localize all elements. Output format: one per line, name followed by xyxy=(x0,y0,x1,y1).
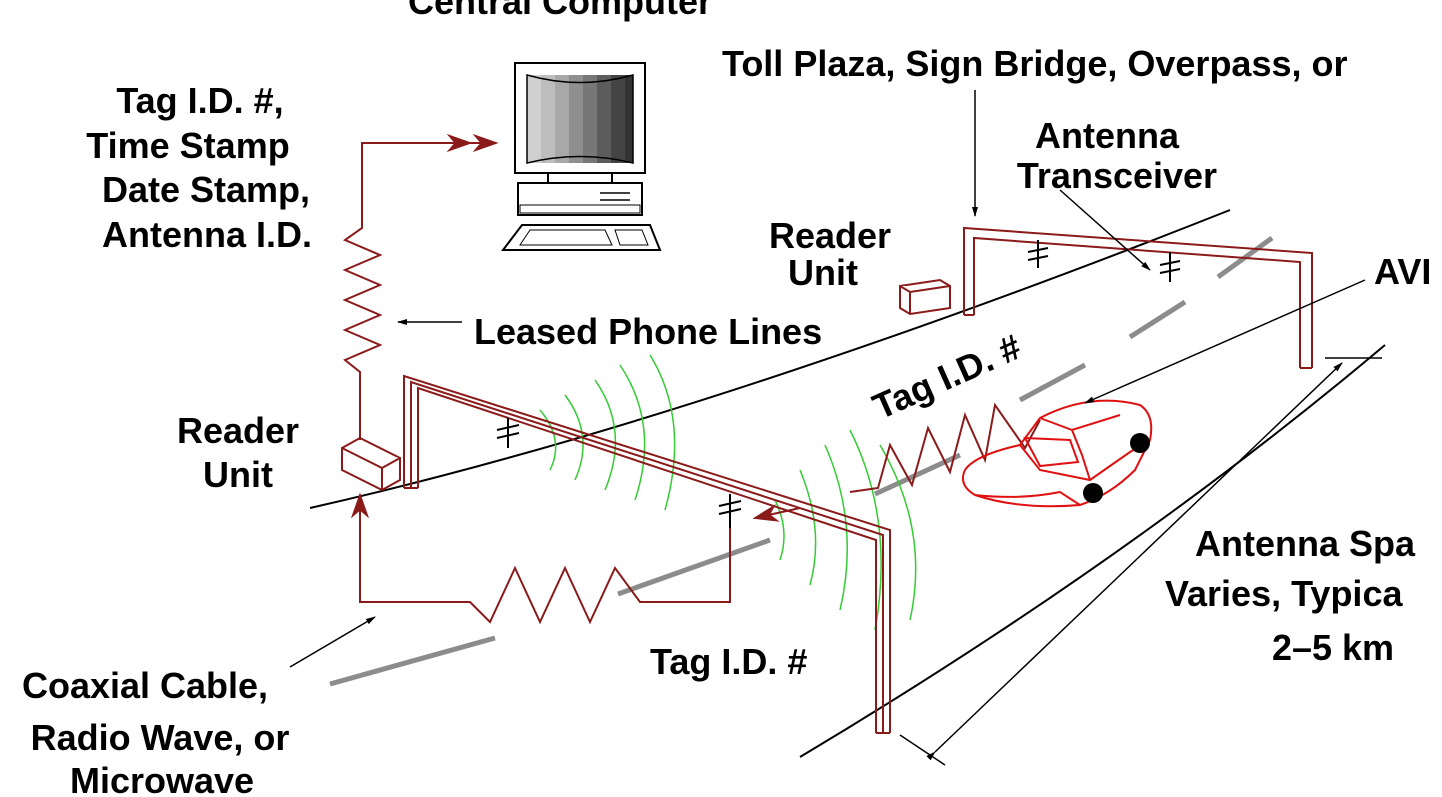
coax-cable-line xyxy=(359,520,731,625)
tag-info-label: Time Stamp xyxy=(86,125,289,166)
pointer-coax xyxy=(289,616,376,668)
far-reader-unit xyxy=(899,278,951,316)
leased-phone-line xyxy=(342,133,473,440)
far-antenna-icon xyxy=(1027,240,1181,282)
near-reader-unit-label: Reader xyxy=(177,410,299,451)
pointer-antenna-transceiver xyxy=(1059,189,1151,271)
signal-waves xyxy=(539,354,917,631)
spacing-dimension xyxy=(899,357,1382,766)
antenna-spacing-label: 2–5 km xyxy=(1272,627,1394,668)
vehicle-wheel-rear xyxy=(1083,483,1103,503)
leased-phone-lines-label: Leased Phone Lines xyxy=(474,311,822,352)
tag-response-arrowhead xyxy=(752,504,801,522)
antenna-transceiver-label: Transceiver xyxy=(1017,155,1217,196)
near-reader-unit-label: Unit xyxy=(203,454,273,495)
coax-label: Microwave xyxy=(70,760,254,797)
coax-label: Coaxial Cable, xyxy=(22,665,268,706)
vehicle-wheel-front xyxy=(1130,433,1150,453)
vehicle xyxy=(962,399,1153,508)
tag-id-bottom-label: Tag I.D. # xyxy=(650,641,807,682)
near-antenna-icon xyxy=(496,418,742,528)
tag-info-label: Date Stamp, xyxy=(102,169,310,210)
tag-info-label: Tag I.D. #, xyxy=(116,80,283,121)
pointer-avi xyxy=(1084,279,1366,404)
computer-icon xyxy=(500,62,662,251)
tag-info-label: Antenna I.D. xyxy=(102,214,312,255)
monitor-screen xyxy=(526,74,634,164)
antenna-transceiver-label: Antenna xyxy=(1035,115,1180,156)
keyboard-icon xyxy=(500,224,662,251)
antenna-spacing-label: Varies, Typica xyxy=(1165,573,1403,614)
lane-markings xyxy=(329,235,1274,687)
near-gantry xyxy=(403,374,891,734)
far-reader-unit-label: Unit xyxy=(788,252,858,293)
tag-id-road-label: Tag I.D. # xyxy=(867,326,1027,427)
antenna-spacing-label: Antenna Spa xyxy=(1195,523,1416,564)
toll-plaza-label: Toll Plaza, Sign Bridge, Overpass, or xyxy=(722,43,1348,84)
coax-label: Radio Wave, or xyxy=(31,717,290,758)
road-edge-upper xyxy=(309,209,1231,509)
avi-label: AVI xyxy=(1374,251,1431,292)
central-computer-label: Central Computer xyxy=(408,0,712,22)
near-reader-unit xyxy=(341,436,401,492)
far-reader-unit-label: Reader xyxy=(769,215,891,256)
